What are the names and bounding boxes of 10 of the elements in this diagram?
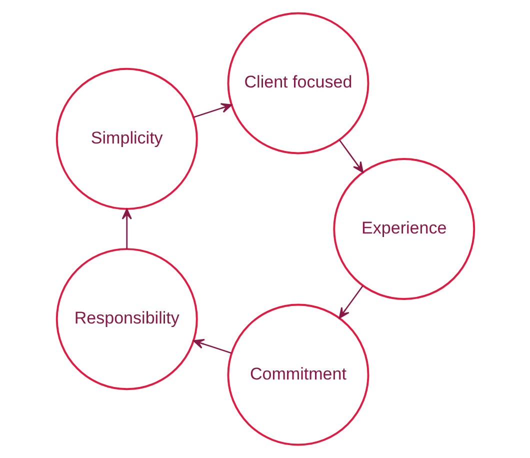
arrow [338, 285, 363, 319]
node-circle: Simplicity [55, 68, 198, 210]
node-circle: Client focused [226, 12, 369, 154]
arrow [192, 338, 232, 354]
node-circle: Commitment [226, 304, 369, 446]
node-circle: Responsibility [55, 248, 198, 390]
arrow [121, 208, 132, 249]
arrow [192, 103, 232, 118]
node-circle: Experience [332, 158, 475, 300]
arrow [338, 140, 363, 173]
